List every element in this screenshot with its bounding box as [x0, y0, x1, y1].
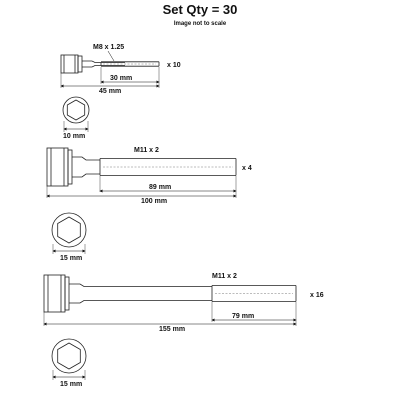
bolt-2-total-length: 100 mm — [141, 198, 167, 205]
bolt-3-side-view — [43, 274, 297, 313]
bolt-1-hex-size: 10 mm — [63, 133, 85, 140]
bolt-2-thread-length: 89 mm — [149, 184, 171, 191]
bolt-2-thread-label: M11 x 2 — [134, 147, 159, 154]
bolt-1-hex-head-view — [62, 96, 90, 124]
bolt-2-side-view — [46, 147, 237, 187]
set-quantity-title: Set Qty = 30 — [162, 2, 238, 17]
bolt-3-thread-label: M11 x 2 — [212, 273, 237, 280]
bolt-2-hex-head-view — [51, 212, 87, 248]
scale-note: Image not to scale — [173, 21, 227, 27]
bolt-1-thread-length: 30 mm — [110, 75, 132, 82]
bolt-3-hex-head-view — [51, 338, 87, 374]
bolt-1-side-view — [60, 54, 160, 74]
bolt-1-thread-label: M8 x 1.25 — [93, 44, 124, 51]
bolt-2-hex-size: 15 mm — [60, 255, 82, 262]
bolt-3-hex-size: 15 mm — [60, 381, 82, 388]
bolt-3-quantity: x 16 — [310, 292, 324, 299]
bolt-1-total-length: 45 mm — [99, 88, 121, 95]
bolt-3-thread-length: 79 mm — [232, 313, 254, 320]
bolt-2-quantity: x 4 — [242, 165, 252, 172]
bolt-3-total-length: 155 mm — [159, 326, 185, 333]
bolt-1-quantity: x 10 — [167, 62, 181, 69]
